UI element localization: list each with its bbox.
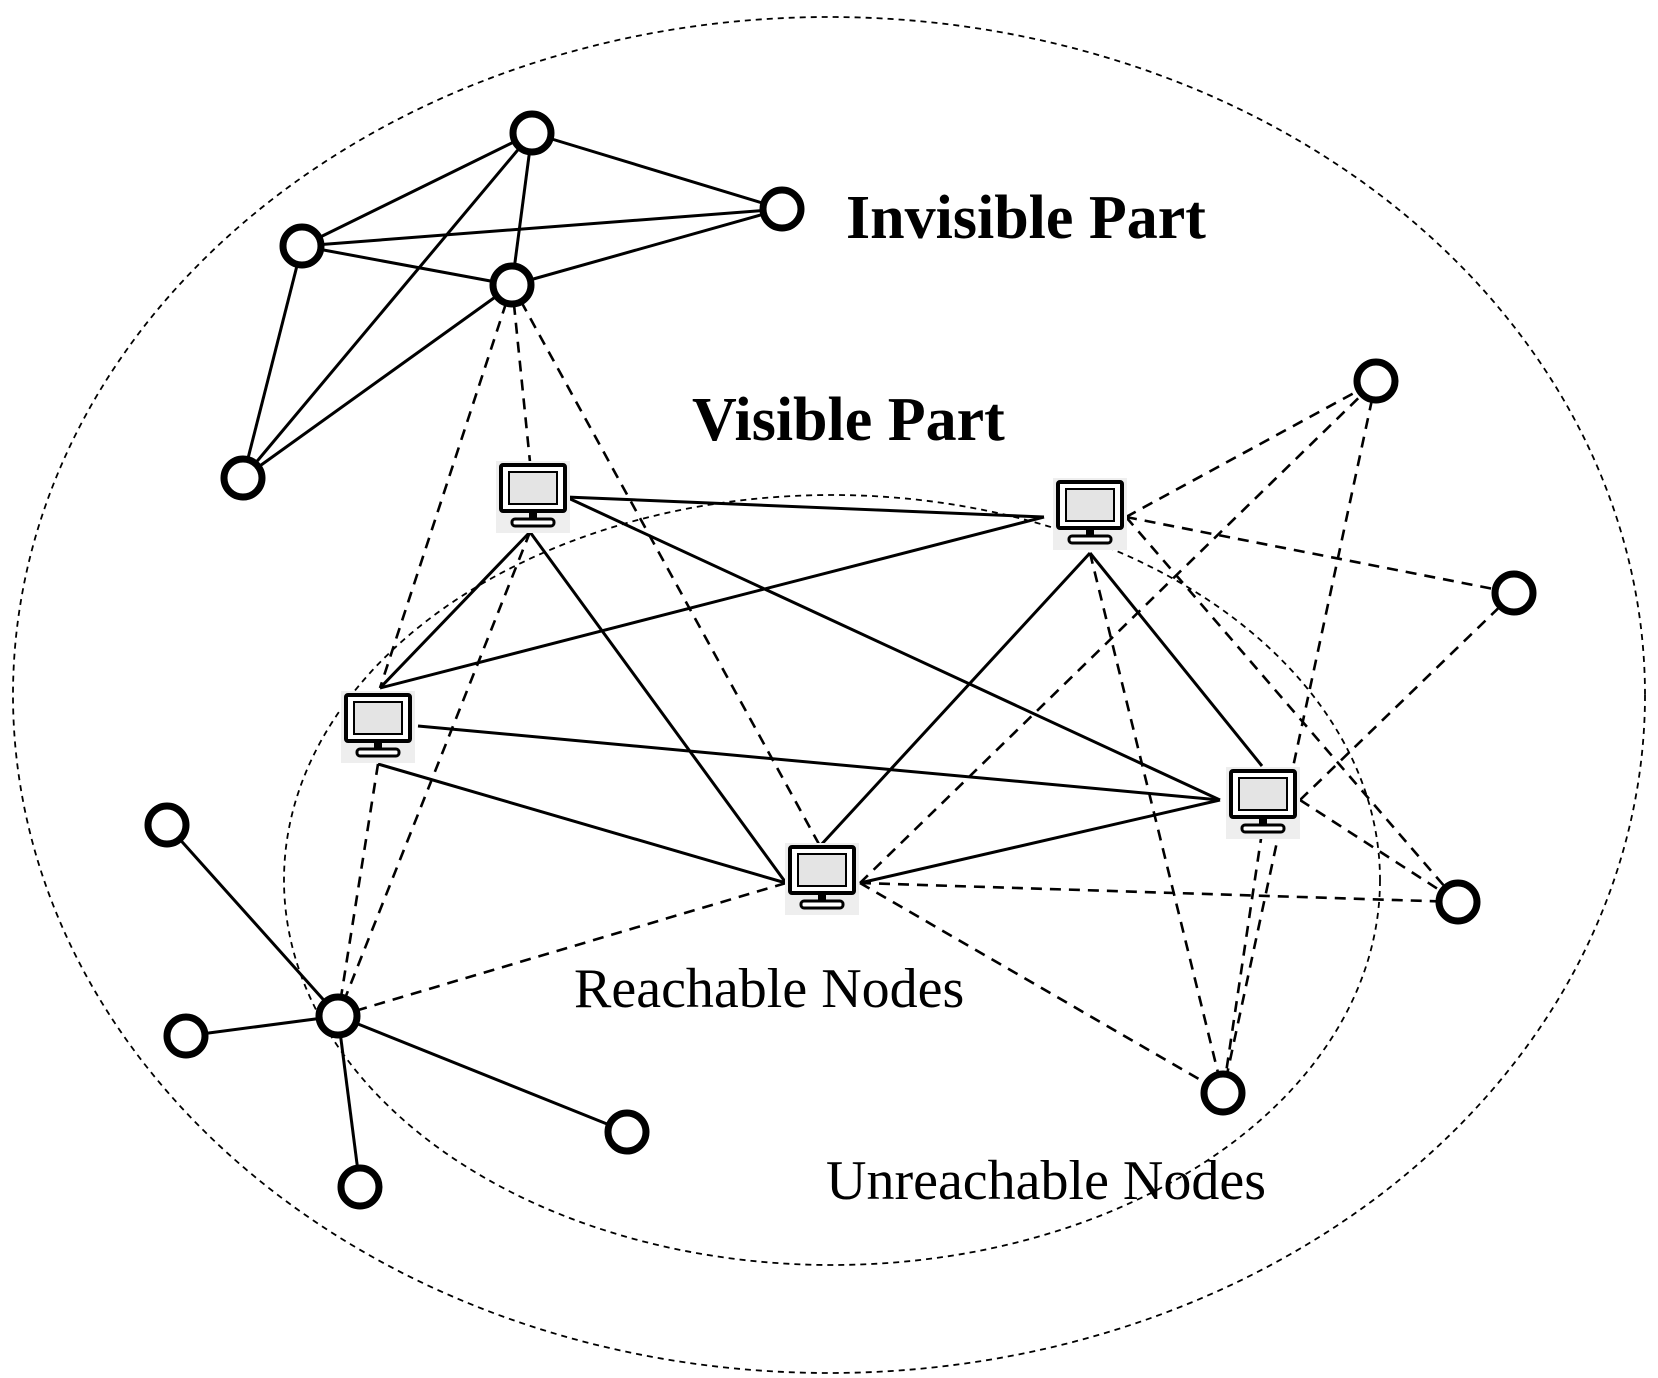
computer-monitor-icon: [1051, 476, 1129, 552]
circle-node: [163, 1013, 209, 1059]
edge: [377, 762, 787, 885]
edge: [1088, 552, 1264, 767]
edge: [511, 207, 783, 287]
edge: [301, 131, 533, 248]
computer-monitor-icon: [783, 841, 861, 917]
reachable-nodes-label: Reachable Nodes: [574, 958, 964, 1020]
circle-nodes: [144, 110, 1537, 1210]
invisible-part-label: Invisible Part: [846, 184, 1206, 252]
circle-node: [1353, 358, 1399, 404]
edge: [241, 245, 304, 479]
edge-dashed: [337, 881, 787, 1018]
edge: [185, 1014, 339, 1038]
computer-monitor-icon: [339, 689, 417, 765]
circle-node: [1491, 570, 1537, 616]
circle-node: [509, 110, 555, 156]
edge: [565, 495, 1045, 519]
edge: [165, 823, 340, 1018]
circle-node: [220, 455, 266, 501]
visible-part-label: Visible Part: [692, 386, 1005, 454]
edge-dashed: [336, 531, 532, 1017]
edge: [531, 131, 783, 211]
edge: [378, 530, 532, 690]
edge-dashed: [1221, 380, 1378, 1094]
edge: [336, 1015, 362, 1188]
circle-node: [759, 186, 805, 232]
circle-node: [315, 993, 361, 1039]
computer-monitor-icon: [494, 459, 572, 535]
unreachable-nodes-label: Unreachable Nodes: [826, 1150, 1266, 1212]
edge-dashed: [1221, 831, 1264, 1094]
circle-node: [144, 802, 190, 848]
circle-node: [337, 1164, 383, 1210]
edge-dashed: [1088, 552, 1225, 1094]
edge-dashed: [336, 763, 380, 1017]
edge-dashed: [510, 284, 822, 847]
edge-dashed: [1125, 516, 1459, 903]
edge: [818, 551, 1092, 848]
edge: [337, 1014, 628, 1134]
edge-dashed: [859, 380, 1377, 884]
inner-region-visible: [283, 494, 1381, 1266]
edge: [379, 515, 1045, 690]
edge: [528, 531, 788, 884]
edge-dashed: [1299, 592, 1515, 801]
edge-dashed: [378, 284, 514, 689]
edge: [241, 132, 534, 479]
edge-dashed: [1299, 798, 1459, 904]
circle-node: [279, 223, 325, 269]
circle-node: [1435, 879, 1481, 925]
outer-region-invisible: [12, 16, 1646, 1374]
edge: [859, 798, 1221, 885]
edge-dashed: [1125, 515, 1515, 595]
edge: [417, 724, 1221, 802]
circle-node: [489, 262, 535, 308]
edge-dashed: [859, 881, 1224, 1095]
edge: [510, 132, 534, 286]
edge-dashed: [510, 284, 532, 463]
circle-node: [1200, 1070, 1246, 1116]
circle-node: [604, 1109, 650, 1155]
edge: [301, 207, 783, 248]
edge-dashed: [859, 881, 1459, 904]
edge: [301, 244, 513, 287]
computer-monitor-icon: [1224, 765, 1302, 841]
edges: [165, 131, 1515, 1188]
edge: [242, 283, 513, 480]
edge-dashed: [1125, 379, 1377, 519]
edge: [565, 495, 1221, 802]
reachable-computers: [339, 459, 1302, 917]
